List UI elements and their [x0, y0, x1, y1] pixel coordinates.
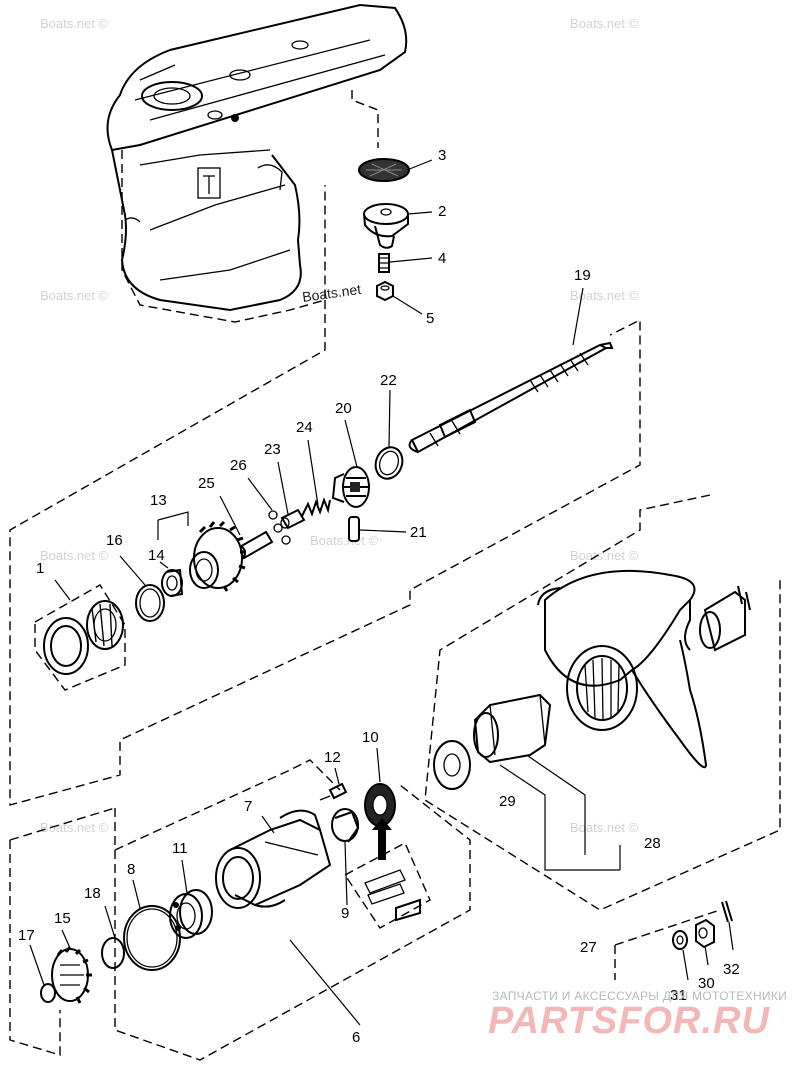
- watermark: Boats.net ©: [570, 820, 639, 835]
- part-28-bushing: [473, 693, 552, 764]
- callout-20: 20: [335, 400, 352, 417]
- callout-22: 22: [380, 372, 397, 389]
- part-5-nut: [376, 280, 394, 302]
- part-22-ring: [374, 446, 404, 480]
- watermark-dark: Boats.net: [301, 281, 362, 305]
- callout-23: 23: [264, 441, 281, 458]
- callout-5: 5: [426, 310, 434, 327]
- callout-10: 10: [362, 729, 379, 746]
- part-1-bearing: [43, 600, 124, 675]
- callout-15: 15: [54, 910, 71, 927]
- callout-1: 1: [36, 560, 44, 577]
- watermark: Boats.net ©: [40, 548, 109, 563]
- callout-4: 4: [438, 250, 446, 267]
- callout-21: 21: [410, 524, 427, 541]
- part-2-cap: [363, 203, 409, 249]
- part-23-pin: [280, 508, 306, 530]
- callout-14: 14: [148, 547, 165, 564]
- part-18-shim: [101, 937, 125, 969]
- watermark: Boats.net ©: [310, 533, 379, 548]
- part-24-spring: [301, 497, 331, 517]
- callout-26: 26: [230, 457, 247, 474]
- callout-24: 24: [296, 419, 313, 436]
- callout-6: 6: [352, 1029, 360, 1046]
- callout-3: 3: [438, 147, 446, 164]
- callout-9: 9: [341, 905, 349, 922]
- part-inset-pins: [364, 869, 421, 922]
- callout-11: 11: [172, 840, 188, 857]
- part-8-oring: [123, 905, 181, 971]
- callouts: 3 2 4 5 19 22 20 24 23 26 25 13 21 16 14…: [18, 147, 740, 1046]
- watermark: Boats.net ©: [40, 16, 109, 31]
- part-30-nut: [695, 918, 715, 949]
- part-splined-hub: [699, 585, 751, 652]
- callout-7: 7: [244, 798, 252, 815]
- callout-29: 29: [499, 793, 516, 810]
- callout-2: 2: [438, 203, 446, 220]
- part-10-bearing: [364, 783, 396, 827]
- part-21-pin: [348, 516, 360, 542]
- watermark-group: Boats.net © Boats.net © Boats.net © Boat…: [40, 16, 639, 835]
- part-16-shim: [135, 584, 165, 622]
- propeller: [537, 569, 708, 769]
- callout-16: 16: [106, 532, 123, 549]
- callout-30: 30: [698, 975, 715, 992]
- watermark: Boats.net ©: [570, 288, 639, 303]
- callout-31: 31: [670, 987, 687, 1004]
- part-26-balls: [268, 510, 291, 545]
- part-32-cotter-pin: [721, 900, 733, 923]
- part-29-washer: [433, 740, 471, 790]
- part-7-housing: [215, 809, 332, 909]
- part-12-bolt: [319, 782, 348, 801]
- part-20-clutch: [331, 466, 370, 508]
- part-3-plate: [358, 158, 410, 182]
- callout-13: 13: [150, 492, 167, 509]
- watermark: Boats.net ©: [40, 288, 109, 303]
- callout-28: 28: [644, 835, 661, 852]
- watermark: Boats.net ©: [570, 16, 639, 31]
- lower-casing: [106, 3, 408, 323]
- part-4-stud: [378, 253, 390, 273]
- callout-32: 32: [723, 961, 740, 978]
- callout-27: 27: [580, 939, 597, 956]
- callout-8: 8: [127, 861, 135, 878]
- part-14-bearing: [161, 568, 184, 597]
- callout-18: 18: [84, 885, 101, 902]
- part-11-bearing: [169, 889, 213, 939]
- callout-19: 19: [574, 267, 591, 284]
- watermark: Boats.net ©: [570, 548, 639, 563]
- part-9-seal: [331, 808, 360, 843]
- part-31-washer: [672, 930, 688, 950]
- arrow-icon: [372, 818, 392, 860]
- callout-25: 25: [198, 475, 215, 492]
- callout-17: 17: [18, 927, 35, 944]
- part-15-reverse-gear: [51, 946, 92, 1004]
- propeller-shaft: [408, 341, 614, 454]
- footer-subtitle: ЗАПЧАСТИ И АКСЕССУАРЫ ДЛЯ МОТОТЕХНИКИ: [492, 989, 788, 1003]
- leader-lines: [29, 159, 734, 1026]
- callout-12: 12: [324, 749, 341, 766]
- site-logo[interactable]: PARTSFOR.RU: [488, 1000, 770, 1042]
- part-13-forward-gear: [189, 520, 246, 592]
- part-17-washer: [40, 983, 56, 1003]
- watermark: Boats.net ©: [40, 820, 109, 835]
